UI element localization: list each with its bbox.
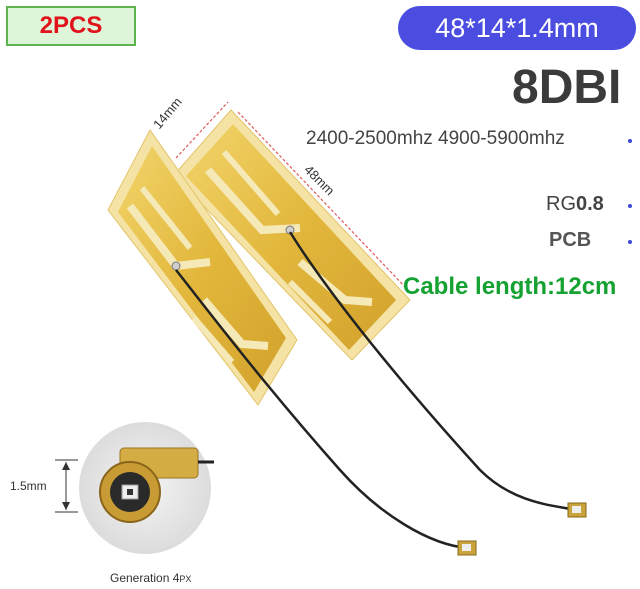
quantity-text: 2PCS (39, 12, 103, 39)
dimension-length-line (237, 111, 409, 291)
cable-type-label: RG0.8 (546, 193, 604, 216)
frequency-label: 2400-2500mhz 4900-5900mhz (306, 128, 565, 149)
bullet-dot (628, 204, 632, 208)
connector-height-label: 1.5mm (10, 479, 47, 493)
gain-label: 8DBI (512, 61, 622, 114)
quantity-badge: 2PCS (6, 6, 136, 46)
cable-length-label: Cable length:12cm (403, 273, 617, 300)
generation-suffix: PX (179, 574, 192, 584)
bullet-dot (628, 240, 632, 244)
antenna-board-front (107, 129, 298, 406)
generation-caption: Generation 4PX (110, 571, 191, 585)
cable-front (175, 269, 469, 550)
board-type-label: PCB (549, 229, 592, 251)
cable-back (288, 231, 581, 514)
connector-plug-front (457, 540, 477, 556)
bullet-dot (628, 139, 632, 143)
connector-plug-back (567, 502, 587, 518)
cable-type-prefix: RG (546, 193, 576, 215)
size-text: 48*14*1.4mm (435, 12, 599, 43)
dimension-width-line (175, 101, 229, 159)
size-pill: 48*14*1.4mm (398, 6, 636, 50)
connector-closeup (79, 422, 214, 554)
cable-type-value: 0.8 (576, 193, 604, 215)
generation-text: Generation 4 (110, 571, 180, 585)
connector-dimension-line (55, 459, 78, 513)
